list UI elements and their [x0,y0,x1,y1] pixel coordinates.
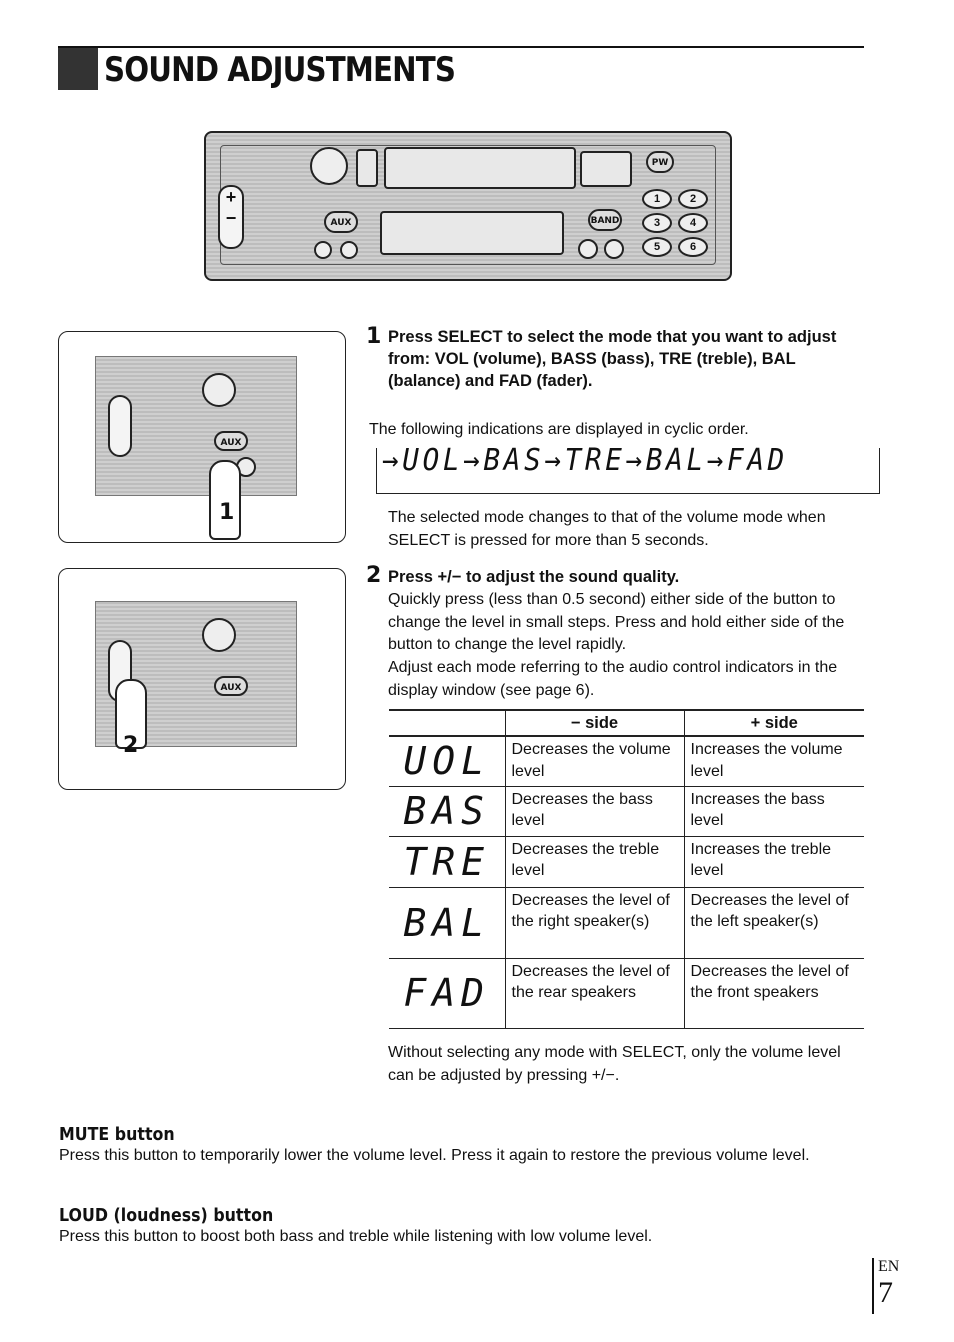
aux-button: AUX [324,211,358,233]
mini-aux-button-2: AUX [214,676,248,696]
page-number: 7 [878,1276,893,1309]
mode-indicator: TRE [389,836,506,888]
step-callout-2: 2 [123,733,139,758]
plus-glyph: + [225,187,237,207]
st-button [604,239,624,259]
mini-aux-button: AUX [214,431,248,451]
language-code: EN [878,1258,900,1275]
mini-volume-rocker [108,395,132,457]
mini-select-knob-2 [202,618,236,652]
plus-side-header: + side [684,709,864,737]
minus-effect: Decreases the bass level [505,786,685,837]
step-2-number: 2 [366,563,382,588]
preset-1: 1 [642,189,672,209]
table-row: TRE Decreases the treble level Increases… [389,836,864,888]
mute-description: Press this button to temporarily lower t… [59,1147,810,1164]
preset-2: 2 [678,189,708,209]
loud-heading: LOUD (loudness) button [59,1205,274,1226]
mute-heading: MUTE button [59,1124,175,1145]
volume-only-note: Without selecting any mode with SELECT, … [388,1044,841,1084]
step-1-heading: Press SELECT to select the mode that you… [388,328,837,390]
volume-rocker: + − [218,185,244,249]
preset-3: 3 [642,213,672,233]
car-stereo-illustration: PW + − AUX BAND 1 2 3 4 5 6 [204,131,732,281]
plus-effect: Decreases the level of the front speaker… [684,958,864,1029]
minus-effect: Decreases the volume level [505,736,685,787]
preset-4: 4 [678,213,708,233]
cassette-slot [384,147,576,189]
step-1-number: 1 [366,324,382,349]
minus-effect: Decreases the level of the rear speakers [505,958,685,1029]
step-callout-1: 1 [219,500,235,525]
ld-button [340,241,358,259]
mute-button [578,239,598,259]
table-row: BAS Decreases the bass level Increases t… [389,786,864,837]
display-window [380,211,564,255]
plus-effect: Increases the bass level [684,786,864,837]
minus-glyph: − [225,208,237,228]
loud-description: Press this button to boost both bass and… [59,1228,653,1245]
preset-5: 5 [642,237,672,257]
mini-select-knob [202,373,236,407]
page-marker-rule [872,1258,874,1314]
table-row: BAL Decreases the level of the right spe… [389,887,864,959]
table-row: FAD Decreases the level of the rear spea… [389,958,864,1029]
tape-buttons [580,151,632,187]
step-2-paragraph-2: Adjust each mode referring to the audio … [388,659,838,699]
adjustment-table: − side + side UOL Decreases the volume l… [389,709,864,1029]
pressing-hand-icon [115,679,147,749]
title-rule [58,46,864,48]
mode-indicator: UOL [389,736,506,787]
mode-column-header [389,709,506,737]
cycle-intro: The following indications are displayed … [369,421,749,438]
plus-effect: Increases the volume level [684,736,864,787]
page-title: SOUND ADJUSTMENTS [104,50,456,90]
table-header-row: − side + side [389,709,864,737]
select-illustration-panel: AUX 1 [58,331,346,543]
step-2-paragraph-1: Quickly press (less than 0.5 second) eit… [388,591,845,653]
minus-effect: Decreases the treble level [505,836,685,888]
band-button: BAND [588,209,622,231]
cycle-bracket [376,448,880,494]
title-marker [58,48,98,90]
mini-faceplate: AUX [95,356,297,496]
mini-faceplate-2: AUX [95,601,297,747]
cycle-indicators: →UOL→BAS→TRE→BAL→FAD [382,443,788,478]
minus-effect: Decreases the level of the right speaker… [505,887,685,959]
plus-effect: Increases the treble level [684,836,864,888]
pw-button: PW [646,151,674,173]
mode-indicator: FAD [389,958,506,1029]
plus-effect: Decreases the level of the left speaker(… [684,887,864,959]
minus-side-header: − side [505,709,685,737]
rocker-illustration-panel: AUX 2 [58,568,346,790]
eject-button [356,149,378,187]
step-2-heading: Press +/− to adjust the sound quality. [388,568,680,586]
pointing-hand-icon [209,460,241,540]
table-row: UOL Decreases the volume level Increases… [389,736,864,787]
select-long-press-note: The selected mode changes to that of the… [388,509,826,549]
select-knob [310,147,348,185]
preset-6: 6 [678,237,708,257]
mode-indicator: BAS [389,786,506,837]
select-button [314,241,332,259]
mode-indicator: BAL [389,887,506,959]
